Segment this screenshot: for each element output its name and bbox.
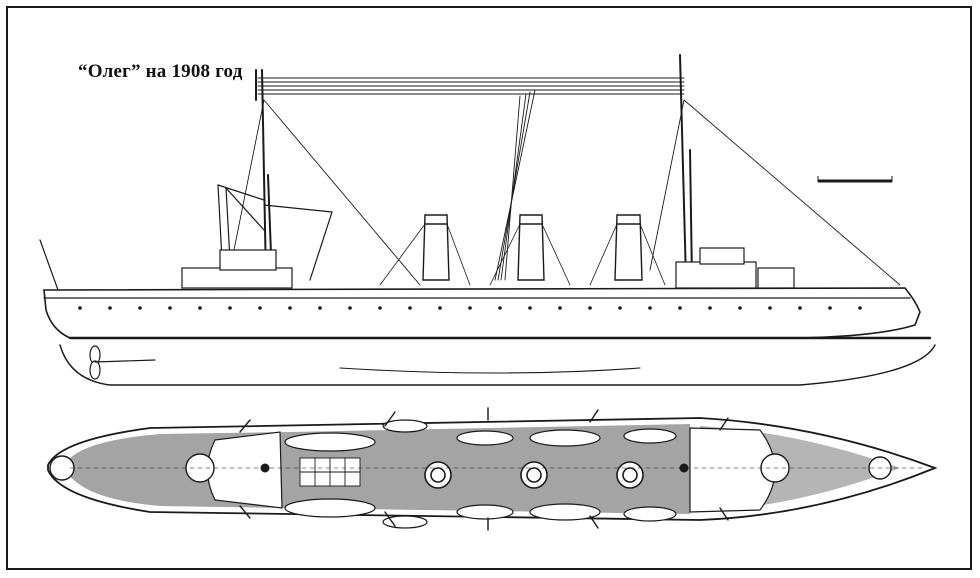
portholes (78, 306, 862, 310)
funnels (422, 214, 643, 281)
fore-derrick (217, 184, 333, 281)
skylights (299, 457, 361, 487)
drawing-title: “Олег” на 1908 год (78, 61, 243, 82)
propeller (89, 345, 156, 380)
side-elevation (39, 54, 936, 386)
funnel-guys (379, 223, 666, 286)
superstructure (181, 247, 795, 289)
deck-plan (47, 407, 938, 531)
boats-plan (284, 419, 677, 529)
stays (229, 89, 901, 286)
underwater-hull (59, 344, 936, 386)
bilge-keel (339, 367, 641, 374)
main-mast (679, 54, 693, 281)
funnels-plan (424, 461, 644, 489)
fore-bridge (206, 431, 283, 509)
hull-outline (43, 287, 921, 339)
side-guns (239, 407, 729, 531)
antenna-wires (257, 77, 685, 95)
scale-bar (817, 176, 893, 183)
